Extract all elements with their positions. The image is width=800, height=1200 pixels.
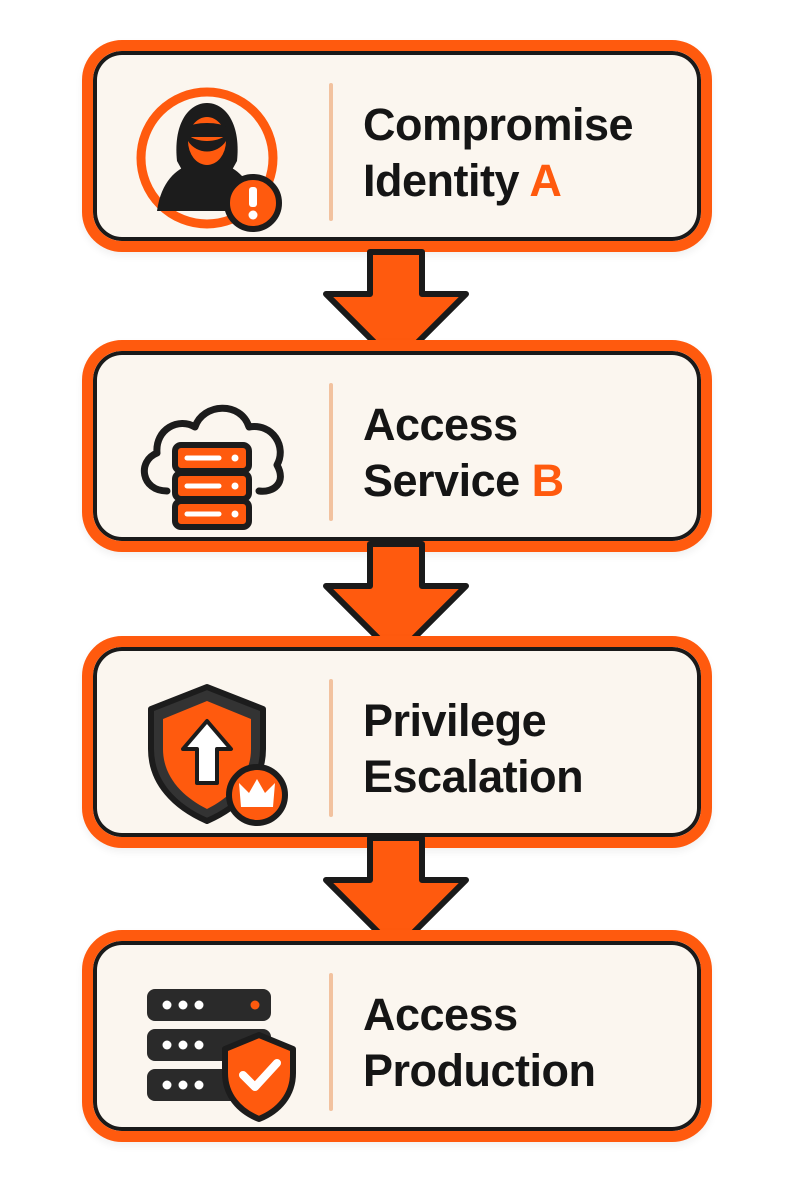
hooded-attacker-icon [127, 83, 297, 233]
step-label-line1: Compromise [363, 99, 634, 150]
card-divider [329, 83, 333, 221]
step-label-line2: Service B [363, 453, 703, 509]
card-divider [329, 679, 333, 817]
step-label-line2-text: Production [363, 1045, 596, 1096]
step-label-line2-text: Service [363, 455, 520, 506]
flow-arrow-down-icon [318, 248, 474, 370]
cloud-server-icon [127, 383, 297, 533]
step-label-line2: Identity A [363, 153, 703, 209]
step-card-compromise-identity: Compromise Identity A [82, 40, 712, 252]
step-label-line1: Privilege [363, 695, 547, 746]
server-shield-icon [127, 973, 297, 1123]
card-divider [329, 973, 333, 1111]
step-label-line1: Access [363, 399, 518, 450]
step-card-access-service: Access Service B [82, 340, 712, 552]
shield-escalation-icon [127, 679, 297, 829]
step-label: Access Production [363, 987, 703, 1099]
step-label-line2-text: Escalation [363, 751, 584, 802]
step-label-accent: A [529, 155, 562, 206]
step-label-line2: Production [363, 1043, 703, 1099]
step-card-privilege-escalation: Privilege Escalation [82, 636, 712, 848]
step-label: Privilege Escalation [363, 693, 703, 805]
step-card-access-production: Access Production [82, 930, 712, 1142]
step-label-line2: Escalation [363, 749, 703, 805]
step-label-accent: B [531, 455, 565, 506]
step-label: Access Service B [363, 397, 703, 509]
card-divider [329, 383, 333, 521]
step-label: Compromise Identity A [363, 97, 703, 209]
flow-arrow-down-icon [318, 834, 474, 956]
flow-arrow-down-icon [318, 540, 474, 662]
step-label-line2-text: Identity [363, 155, 520, 206]
step-label-line1: Access [363, 989, 518, 1040]
